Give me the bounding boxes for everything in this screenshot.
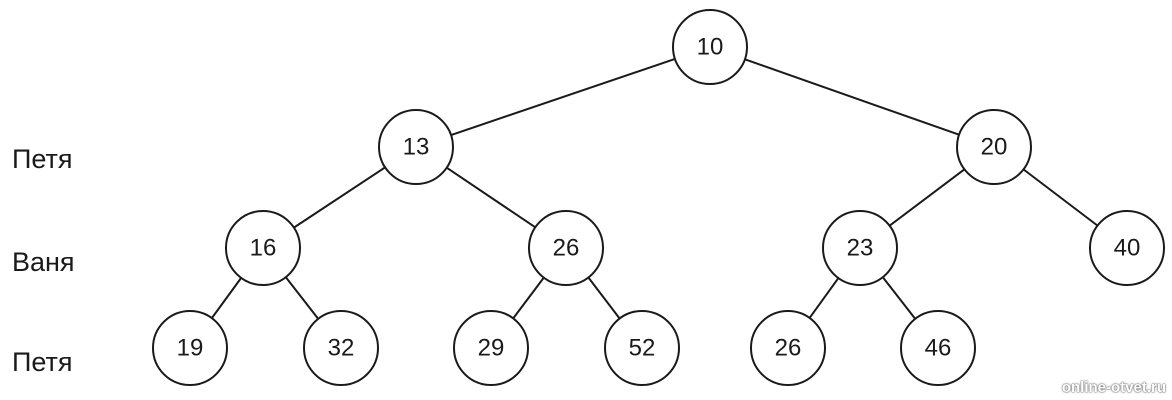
edge-n20-n40 — [1022, 168, 1099, 227]
edge-n26a-n29 — [512, 277, 545, 319]
tree-node-n23: 23 — [822, 210, 898, 286]
edge-n13-n26a — [446, 166, 536, 229]
tree-node-n46: 46 — [900, 310, 976, 386]
node-circle — [453, 310, 529, 386]
tree-node-n26a: 26 — [528, 210, 604, 286]
edge-n16-n32 — [284, 276, 320, 320]
node-circle — [378, 109, 454, 185]
node-circle — [956, 109, 1032, 185]
node-value: 16 — [250, 234, 277, 261]
node-value: 32 — [328, 334, 355, 361]
tree-edges — [211, 57, 1099, 320]
tree-node-n32: 32 — [303, 310, 379, 386]
edge-n23-n46 — [881, 276, 917, 320]
tree-node-n13: 13 — [378, 109, 454, 185]
node-circle — [225, 210, 301, 286]
node-circle — [750, 310, 826, 386]
tree-node-n26b: 26 — [750, 310, 826, 386]
node-circle — [822, 210, 898, 286]
node-circle — [152, 310, 228, 386]
edge-n13-n16 — [293, 166, 386, 229]
edge-n10-n13 — [450, 57, 676, 137]
node-circle — [303, 310, 379, 386]
tree-node-n40: 40 — [1089, 210, 1165, 286]
node-circle — [604, 310, 680, 386]
edge-n26a-n52 — [587, 276, 621, 320]
node-value: 19 — [177, 334, 204, 361]
tree-node-n19: 19 — [152, 310, 228, 386]
node-circle — [672, 9, 748, 85]
tree-node-n10: 10 — [672, 9, 748, 85]
node-value: 46 — [925, 334, 952, 361]
tree-node-n20: 20 — [956, 109, 1032, 185]
edge-n23-n26b — [808, 277, 840, 319]
level-label-3: Петя — [12, 347, 73, 377]
node-circle — [528, 210, 604, 286]
node-value: 52 — [629, 334, 656, 361]
edge-n10-n20 — [744, 58, 960, 136]
tree-node-n52: 52 — [604, 310, 680, 386]
node-value: 26 — [775, 334, 802, 361]
edge-n20-n23 — [888, 168, 966, 227]
tree-node-n16: 16 — [225, 210, 301, 286]
tree-nodes: 10 13 20 16 26 23 40 19 32 29 52 26 46 — [152, 9, 1165, 386]
node-value: 40 — [1114, 234, 1141, 261]
node-circle — [900, 310, 976, 386]
node-value: 23 — [847, 234, 874, 261]
node-value: 13 — [403, 133, 430, 160]
watermark: online-otvet.ru — [1061, 379, 1166, 396]
node-value: 20 — [981, 133, 1008, 160]
level-label-1: Петя — [12, 144, 73, 174]
node-circle — [1089, 210, 1165, 286]
level-label-2: Ваня — [12, 247, 75, 277]
node-value: 29 — [478, 334, 505, 361]
edge-n16-n19 — [211, 277, 242, 319]
node-value: 10 — [697, 33, 724, 60]
node-value: 26 — [553, 234, 580, 261]
tree-node-n29: 29 — [453, 310, 529, 386]
